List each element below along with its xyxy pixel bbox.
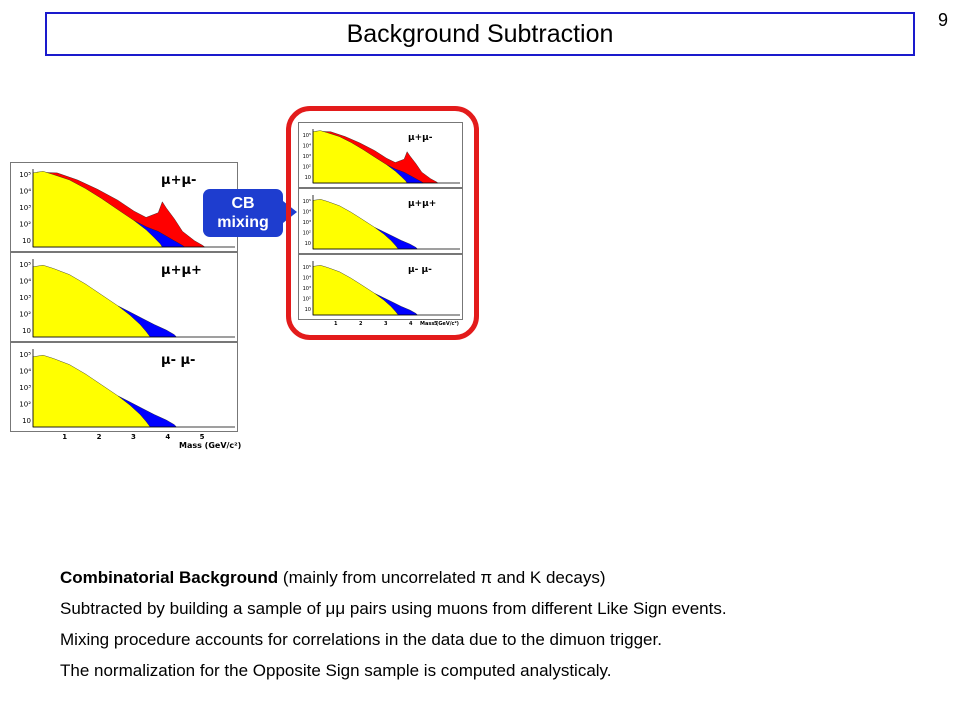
left-yellow-histogram-1 xyxy=(32,171,163,248)
right-y-tick-1-5: 10 xyxy=(305,175,311,181)
right-y-tick-1-2: 10⁴ xyxy=(303,144,311,150)
right-x-tick-5: 5 xyxy=(434,321,438,327)
left-panel-label-1: μ+μ- xyxy=(161,173,197,188)
slide-title-text: Background Subtraction xyxy=(346,19,614,48)
right-y-tick-2-3: 10³ xyxy=(303,220,311,226)
right-panel-label-2: μ+μ+ xyxy=(408,199,437,209)
right-y-tick-3-5: 10 xyxy=(305,307,311,313)
left-y-tick-1-2: 10⁴ xyxy=(19,188,31,196)
right-x-tick-3: 3 xyxy=(384,321,388,327)
right-x-axis-title: Mass (GeV/c²) xyxy=(420,321,459,327)
right-x-tick-1: 1 xyxy=(334,321,338,327)
left-yellow-histogram-2 xyxy=(32,264,151,338)
right-yellow-histogram-1 xyxy=(312,130,408,184)
left-y-tick-2-3: 10³ xyxy=(19,294,31,302)
left-y-tick-2-1: 10⁵ xyxy=(19,261,31,269)
right-axes-3 xyxy=(312,261,460,316)
left-y-tick-3-2: 10⁴ xyxy=(19,368,31,376)
left-x-tick-3: 3 xyxy=(130,433,136,441)
text-line-1: Combinatorial Background (mainly from un… xyxy=(60,566,940,597)
text-line-1-bold: Combinatorial Background xyxy=(60,568,279,587)
left-y-tick-3-1: 10⁵ xyxy=(19,351,31,359)
right-histogram-panel-1: 10⁵ 10⁴ 10³ 10² 10 μ+μ- xyxy=(298,122,463,188)
cb-mixing-line2: mixing xyxy=(217,214,269,231)
left-y-tick-1-4: 10² xyxy=(19,221,31,229)
left-x-axis-title: Mass (GeV/c²) xyxy=(179,441,242,450)
left-x-tick-5: 5 xyxy=(199,433,205,441)
left-y-tick-2-4: 10² xyxy=(19,311,31,319)
right-y-tick-3-4: 10² xyxy=(303,297,311,303)
cb-mixing-badge: CB mixing xyxy=(203,189,283,237)
left-y-tick-3-3: 10³ xyxy=(19,384,31,392)
text-line-3: Mixing procedure accounts for correlatio… xyxy=(60,630,662,649)
page-number: 9 xyxy=(938,10,949,30)
left-histogram-panel-2: 10⁵ 10⁴ 10³ 10² 10 μ+μ+ xyxy=(10,252,238,342)
right-y-tick-2-5: 10 xyxy=(305,241,311,247)
left-y-tick-3-5: 10 xyxy=(22,417,31,425)
right-y-tick-3-1: 10⁵ xyxy=(303,265,311,271)
right-yellow-histogram-3 xyxy=(312,265,399,316)
right-panel-label-1: μ+μ- xyxy=(408,133,433,143)
text-line-4: The normalization for the Opposite Sign … xyxy=(60,661,612,680)
text-line-2: Subtracted by building a sample of μμ pa… xyxy=(60,599,727,618)
left-panel-label-2: μ+μ+ xyxy=(161,263,202,278)
right-y-tick-3-2: 10⁴ xyxy=(303,276,311,282)
right-x-tick-4: 4 xyxy=(409,321,413,327)
left-y-tick-3-4: 10² xyxy=(19,401,31,409)
right-y-tick-2-4: 10² xyxy=(303,231,311,237)
left-yellow-histogram-3 xyxy=(32,354,151,428)
text-line-1-rest: (mainly from uncorrelated π and K decays… xyxy=(278,568,606,587)
left-panel-label-3: μ- μ- xyxy=(161,353,196,368)
left-x-tick-2: 2 xyxy=(96,433,102,441)
left-axes-3 xyxy=(32,349,235,428)
left-y-tick-2-5: 10 xyxy=(22,327,31,335)
cb-mixing-line1: CB xyxy=(231,195,255,212)
left-y-tick-2-2: 10⁴ xyxy=(19,278,31,286)
right-y-tick-1-3: 10³ xyxy=(303,154,311,160)
right-histogram-svg-1: 10⁵ 10⁴ 10³ 10² 10 xyxy=(303,129,460,184)
left-x-tick-4: 4 xyxy=(165,433,171,441)
right-histogram-panel-2: 10⁵ 10⁴ 10³ 10² 10 μ+μ+ xyxy=(298,188,463,254)
left-y-tick-1-1: 10⁵ xyxy=(19,171,31,179)
right-y-tick-1-1: 10⁵ xyxy=(303,133,311,139)
explanation-text: Combinatorial Background (mainly from un… xyxy=(60,566,940,690)
right-x-tick-2: 2 xyxy=(359,321,363,327)
right-y-tick-1-4: 10² xyxy=(303,165,311,171)
left-histogram-panel-1: 10⁵ 10⁴ 10³ 10² 10 μ+μ- xyxy=(10,162,238,252)
right-histogram-svg-2: 10⁵ 10⁴ 10³ 10² 10 xyxy=(303,195,460,250)
left-histogram-svg-2: 10⁵ 10⁴ 10³ 10² 10 xyxy=(19,259,235,338)
right-histogram-svg-3: 10⁵ 10⁴ 10³ 10² 10 xyxy=(303,261,460,316)
right-y-tick-3-3: 10³ xyxy=(303,286,311,292)
mixed-sample-frame xyxy=(286,106,479,340)
left-axes-2 xyxy=(32,259,235,338)
right-axes-2 xyxy=(312,195,460,250)
right-yellow-histogram-2 xyxy=(312,199,399,250)
left-histogram-svg-1: 10⁵ 10⁴ 10³ 10² 10 xyxy=(19,169,235,248)
right-y-tick-2-1: 10⁵ xyxy=(303,199,311,205)
left-y-tick-1-3: 10³ xyxy=(19,204,31,212)
left-y-tick-1-5: 10 xyxy=(22,237,31,245)
left-axes-1 xyxy=(32,169,235,248)
right-y-tick-2-2: 10⁴ xyxy=(303,210,311,216)
left-histogram-panel-3: 10⁵ 10⁴ 10³ 10² 10 μ- μ- xyxy=(10,342,238,432)
right-axes-1 xyxy=(312,129,460,184)
left-x-tick-1: 1 xyxy=(62,433,68,441)
right-histogram-panel-3: 10⁵ 10⁴ 10³ 10² 10 μ- μ- xyxy=(298,254,463,320)
slide-title: Background Subtraction xyxy=(45,12,915,56)
left-histogram-svg-3: 10⁵ 10⁴ 10³ 10² 10 xyxy=(19,349,235,428)
right-panel-label-3: μ- μ- xyxy=(408,265,432,275)
